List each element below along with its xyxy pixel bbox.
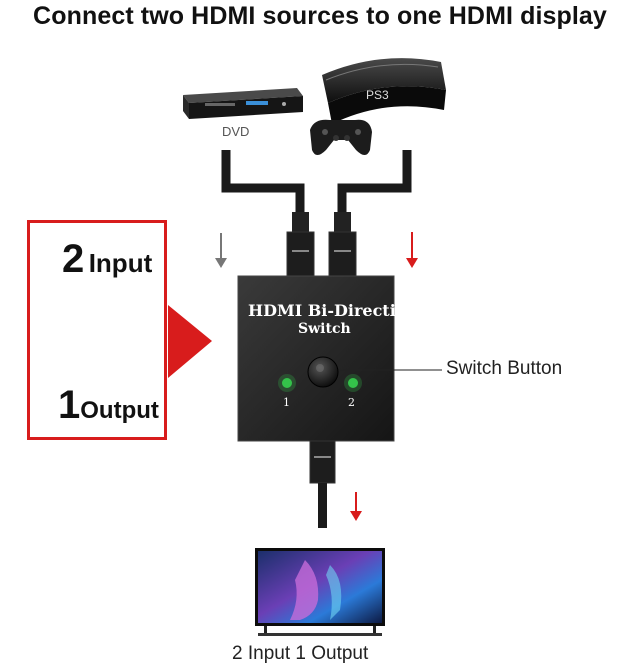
input-output-panel: 2 Input 1Output <box>27 220 167 440</box>
red-down-arrow-icon <box>406 232 418 268</box>
port-1-label: 1 <box>283 396 290 409</box>
switch-button-label: Switch Button <box>446 358 563 379</box>
output-word: Output <box>80 397 159 424</box>
led-port-2-icon <box>348 378 358 388</box>
dvd-player-icon <box>183 88 303 119</box>
output-down-arrow-icon <box>350 492 362 521</box>
hdmi-input-connectors <box>286 212 357 279</box>
ps3-label: PS3 <box>366 88 389 102</box>
gamepad-icon <box>310 119 372 155</box>
switch-title-line1: HDMI Bi-Direction <box>248 301 419 320</box>
panel-pointer-icon <box>168 305 212 378</box>
input-word: Input <box>88 248 153 278</box>
gray-down-arrow-icon <box>215 233 227 268</box>
port-2-label: 2 <box>348 396 355 409</box>
ps3-console-icon <box>322 58 446 124</box>
switch-button-icon[interactable] <box>307 356 339 388</box>
input-count: 2 <box>62 237 85 281</box>
tv-display-icon <box>255 548 385 636</box>
output-caption: 2 Input 1 Output <box>232 643 369 664</box>
hdmi-cables <box>221 150 412 212</box>
hdmi-output-cable <box>309 440 336 528</box>
switch-title-line2: Switch <box>298 321 351 337</box>
panel-output-heading: 1Output <box>58 383 159 428</box>
output-count: 1 <box>58 383 81 427</box>
dvd-label: DVD <box>222 124 250 139</box>
page-title: Connect two HDMI sources to one HDMI dis… <box>33 2 607 30</box>
led-port-1-icon <box>282 378 292 388</box>
panel-input-heading: 2 Input <box>62 237 152 282</box>
